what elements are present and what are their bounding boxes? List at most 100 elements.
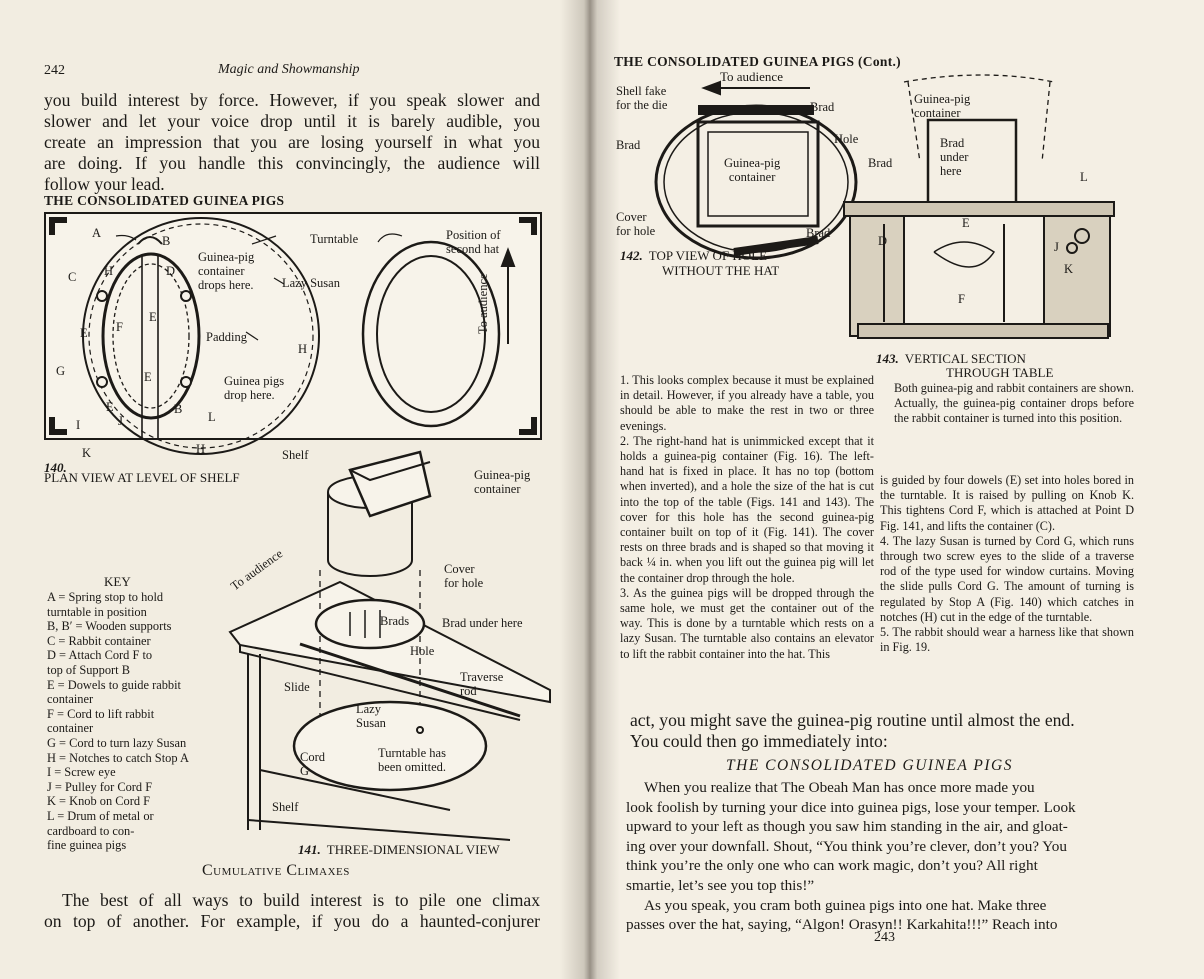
figure-140-drawing	[49, 217, 537, 455]
label-cord-g: Cord G	[300, 750, 325, 778]
label-e-lower: E	[144, 370, 152, 384]
page-number-right: 243	[874, 930, 895, 945]
label-second-hat: Position of second hat	[446, 228, 501, 256]
text-line: upward to your left as though you saw hi…	[626, 818, 1068, 836]
label-b-low: B	[174, 402, 183, 416]
left-page: 242 Magic and Showmanship you build inte…	[0, 0, 586, 979]
figure-142-caption: 142. TOP VIEW OF HOLE	[620, 248, 767, 263]
label-e-left: E	[80, 326, 88, 340]
label-f: F	[116, 320, 123, 334]
key-row: A = Spring stop to hold	[47, 590, 164, 604]
key-row: G = Cord to turn lazy Susan	[47, 736, 187, 750]
label-brad-under-143: Brad under here	[940, 136, 969, 178]
key-row: L = Drum of metal or	[47, 809, 154, 823]
figure-141-caption: 141.THREE-DIMENSIONAL VIEW	[298, 842, 500, 857]
key-row: K = Knob on Cord F	[47, 794, 151, 809]
label-to-audience-142: To audience	[720, 69, 783, 84]
notes-column-right: is guided by four dowels (E) set into ho…	[880, 473, 1134, 655]
figure-142-top-view: To audience Shell fake for the die Brad …	[614, 70, 874, 270]
text-line: When you realize that The Obeah Man has …	[644, 779, 1035, 796]
text-line: passes over the hat, saying, “Algon! Ora…	[626, 916, 1058, 934]
label-l: L	[208, 410, 216, 424]
label-j-143: J	[1054, 240, 1059, 254]
page-number-left: 242	[44, 63, 65, 78]
label-e-low2: E	[106, 400, 114, 414]
key-row: turntable in position	[47, 604, 147, 619]
text-line: you build interest by force. However, if…	[44, 90, 540, 110]
note-paragraph: is guided by four dowels (E) set into ho…	[880, 473, 1134, 533]
label-h-mid: H	[298, 342, 308, 356]
label-turntable-omitted: Turntable has been omitted.	[378, 746, 447, 774]
text-line: slower and let your voice drop until it …	[44, 111, 540, 131]
note-paragraph: 4. The lazy Susan is turned by Cord G, w…	[880, 533, 1134, 624]
label-to-audience: To audience	[476, 273, 490, 334]
figure-143-caption: 143. VERTICAL SECTION	[876, 351, 1026, 366]
figure-143-number: 143.	[876, 351, 899, 366]
text-line: look foolish by turning your dice into g…	[626, 798, 1076, 816]
figure-143-caption-line1: VERTICAL SECTION	[904, 351, 1026, 366]
right-page: THE CONSOLIDATED GUINEA PIGS (Cont.) To …	[586, 0, 1204, 979]
label-brad-143: Brad	[868, 156, 893, 170]
figure-143-drawing	[843, 74, 1115, 339]
figure-142-number: 142.	[620, 248, 643, 263]
subheading-cumulative: Cumulative Climaxes	[202, 862, 350, 879]
label-guinea-drop: Guinea pigs drop here.	[224, 374, 285, 402]
figure-141-drawing	[228, 450, 551, 841]
label-e-143: E	[962, 216, 970, 230]
figure-143-section: Guinea-pig container Brad under here Bra…	[843, 52, 1124, 352]
label-e-mid: E	[149, 310, 157, 324]
key-row: H = Notches to catch Stop A	[47, 750, 189, 765]
label-brads: Brads	[380, 614, 410, 628]
key-row: container	[47, 692, 94, 707]
text-line: ing over your downfall. Shout, “You thin…	[626, 837, 1067, 855]
text-line: think you’re the only one who can work m…	[626, 857, 1038, 875]
figure-141-number: 141.	[298, 842, 321, 857]
label-turntable: Turntable	[310, 232, 359, 246]
text-line: on top of another. For example, if you d…	[44, 911, 540, 931]
bottom-paragraph: The best of all ways to build interest i…	[44, 890, 540, 932]
text-line: create an impression that you are losing…	[44, 132, 540, 152]
label-hole-142: Hole	[834, 132, 859, 146]
label-k: K	[82, 446, 92, 460]
key-list: A = Spring stop to hold turntable in pos…	[47, 590, 237, 860]
label-d: D	[166, 264, 176, 278]
text-line: As you speak, you cram both guinea pigs …	[644, 896, 1047, 914]
key-row: D = Attach Cord F to	[47, 648, 153, 663]
figure-140-number: 140.	[44, 460, 67, 475]
key-title: KEY	[104, 574, 131, 589]
key-row: I = Screw eye	[47, 765, 116, 780]
figure-141-3d-view: Shelf Guinea-pig container To audience C…	[220, 440, 551, 841]
figure-142-caption-line1: TOP VIEW OF HOLE	[648, 248, 768, 263]
subheading-consolidated: THE CONSOLIDATED GUINEA PIGS	[726, 757, 1013, 774]
label-g: G	[56, 364, 66, 378]
top-paragraph: you build interest by force. However, if…	[44, 90, 540, 195]
key-row: C = Rabbit container	[47, 633, 151, 648]
label-slide: Slide	[284, 680, 310, 694]
label-container-drops: Guinea-pig container drops here.	[198, 250, 255, 292]
label-f-143: F	[958, 292, 965, 306]
figure-143-caption-line2: THROUGH TABLE	[946, 365, 1054, 380]
key-row: F = Cord to lift rabbit	[47, 706, 155, 721]
figure-140-plan-view: A B C H D E F E E E G B I J H L Turntabl…	[44, 212, 542, 455]
label-cover-hole-142: Cover for hole	[616, 210, 656, 238]
note-paragraph: 3. As the guinea pigs will be dropped th…	[620, 585, 874, 661]
label-d-143: D	[878, 234, 888, 248]
label-container-142: Guinea-pig container	[724, 156, 781, 184]
label-gp-container: Guinea-pig container	[474, 468, 531, 496]
key-row: fine guinea pigs	[47, 838, 127, 853]
key-row: top of Support B	[47, 663, 130, 677]
key-row: cardboard to con-	[47, 823, 135, 838]
label-padding: Padding	[206, 330, 247, 344]
text-line: The best of all ways to build interest i…	[62, 890, 540, 910]
label-gp-container-143: Guinea-pig container	[914, 92, 971, 120]
label-i: I	[76, 418, 81, 432]
label-b: B	[162, 234, 171, 248]
label-l-143: L	[1080, 170, 1088, 184]
final-paragraph: When you realize that The Obeah Man has …	[626, 778, 1144, 935]
label-j: J	[118, 414, 123, 428]
text-line: follow your lead.	[44, 174, 165, 194]
label-traverse: Traverse rod	[460, 670, 504, 698]
note-paragraph: 2. The right-hand hat is unimmicked exce…	[620, 433, 874, 585]
text-line: You could then go immediately into:	[630, 731, 888, 751]
